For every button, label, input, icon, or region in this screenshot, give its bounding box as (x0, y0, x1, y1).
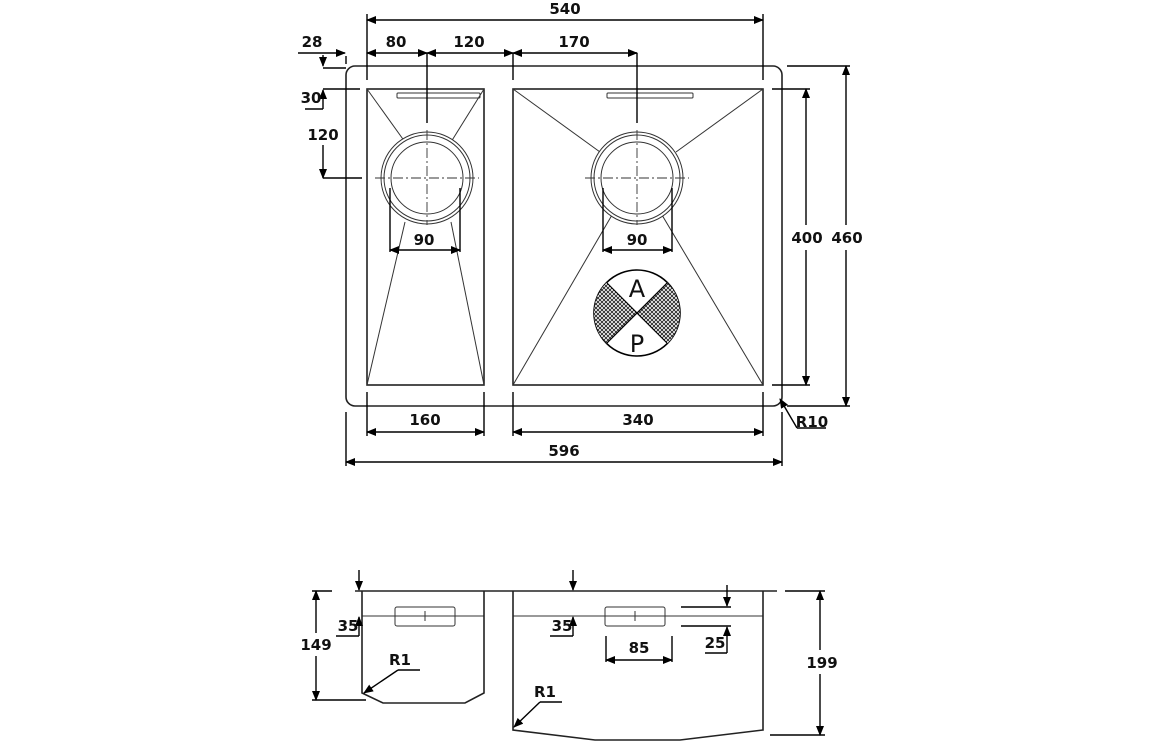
dim-460: 460 (831, 229, 862, 247)
logo-letter-p: P (630, 330, 644, 358)
overflow-slot (396, 92, 481, 99)
dim-340: 340 (622, 411, 653, 429)
side-dimensions: 149 35 35 85 25 199 (300, 570, 838, 736)
small-bowl-profile (361, 591, 485, 704)
logo-letter-a: A (629, 275, 646, 303)
dim-35-large: 35 (552, 617, 573, 635)
dim-30: 30 (301, 89, 322, 107)
dim-80: 80 (386, 33, 407, 51)
dim-85: 85 (629, 639, 650, 657)
plan-view: A P 540 28 80 120 170 30 (298, 0, 863, 466)
dim-199: 199 (806, 654, 837, 672)
overflow-slot (606, 92, 694, 99)
dim-r1-small: R1 (389, 651, 411, 669)
dim-r1-large: R1 (534, 683, 556, 701)
dim-35-small: 35 (338, 617, 359, 635)
dim-r10: R10 (796, 413, 828, 431)
dim-120-vertical: 120 (307, 126, 338, 144)
overflow-slot-large (604, 606, 666, 627)
dim-149: 149 (300, 636, 331, 654)
dim-596: 596 (548, 442, 579, 460)
dim-90-small: 90 (414, 231, 435, 249)
overflow-slot-small (394, 606, 456, 627)
large-bowl-profile (512, 591, 764, 741)
large-bowl (512, 88, 764, 386)
small-bowl (366, 88, 485, 386)
dim-400: 400 (791, 229, 822, 247)
ap-logo: A P (593, 269, 681, 358)
drain-inner (390, 141, 464, 215)
dim-170: 170 (558, 33, 589, 51)
dim-160: 160 (409, 411, 440, 429)
dim-90-large: 90 (627, 231, 648, 249)
sink-outline (345, 65, 783, 407)
dim-25: 25 (705, 634, 726, 652)
dim-540: 540 (549, 0, 580, 18)
dim-28: 28 (302, 33, 323, 51)
dim-120-horizontal: 120 (453, 33, 484, 51)
plan-dimensions: 540 28 80 120 170 30 120 90 (298, 0, 863, 466)
side-view: 149 35 35 85 25 199 (300, 570, 838, 741)
